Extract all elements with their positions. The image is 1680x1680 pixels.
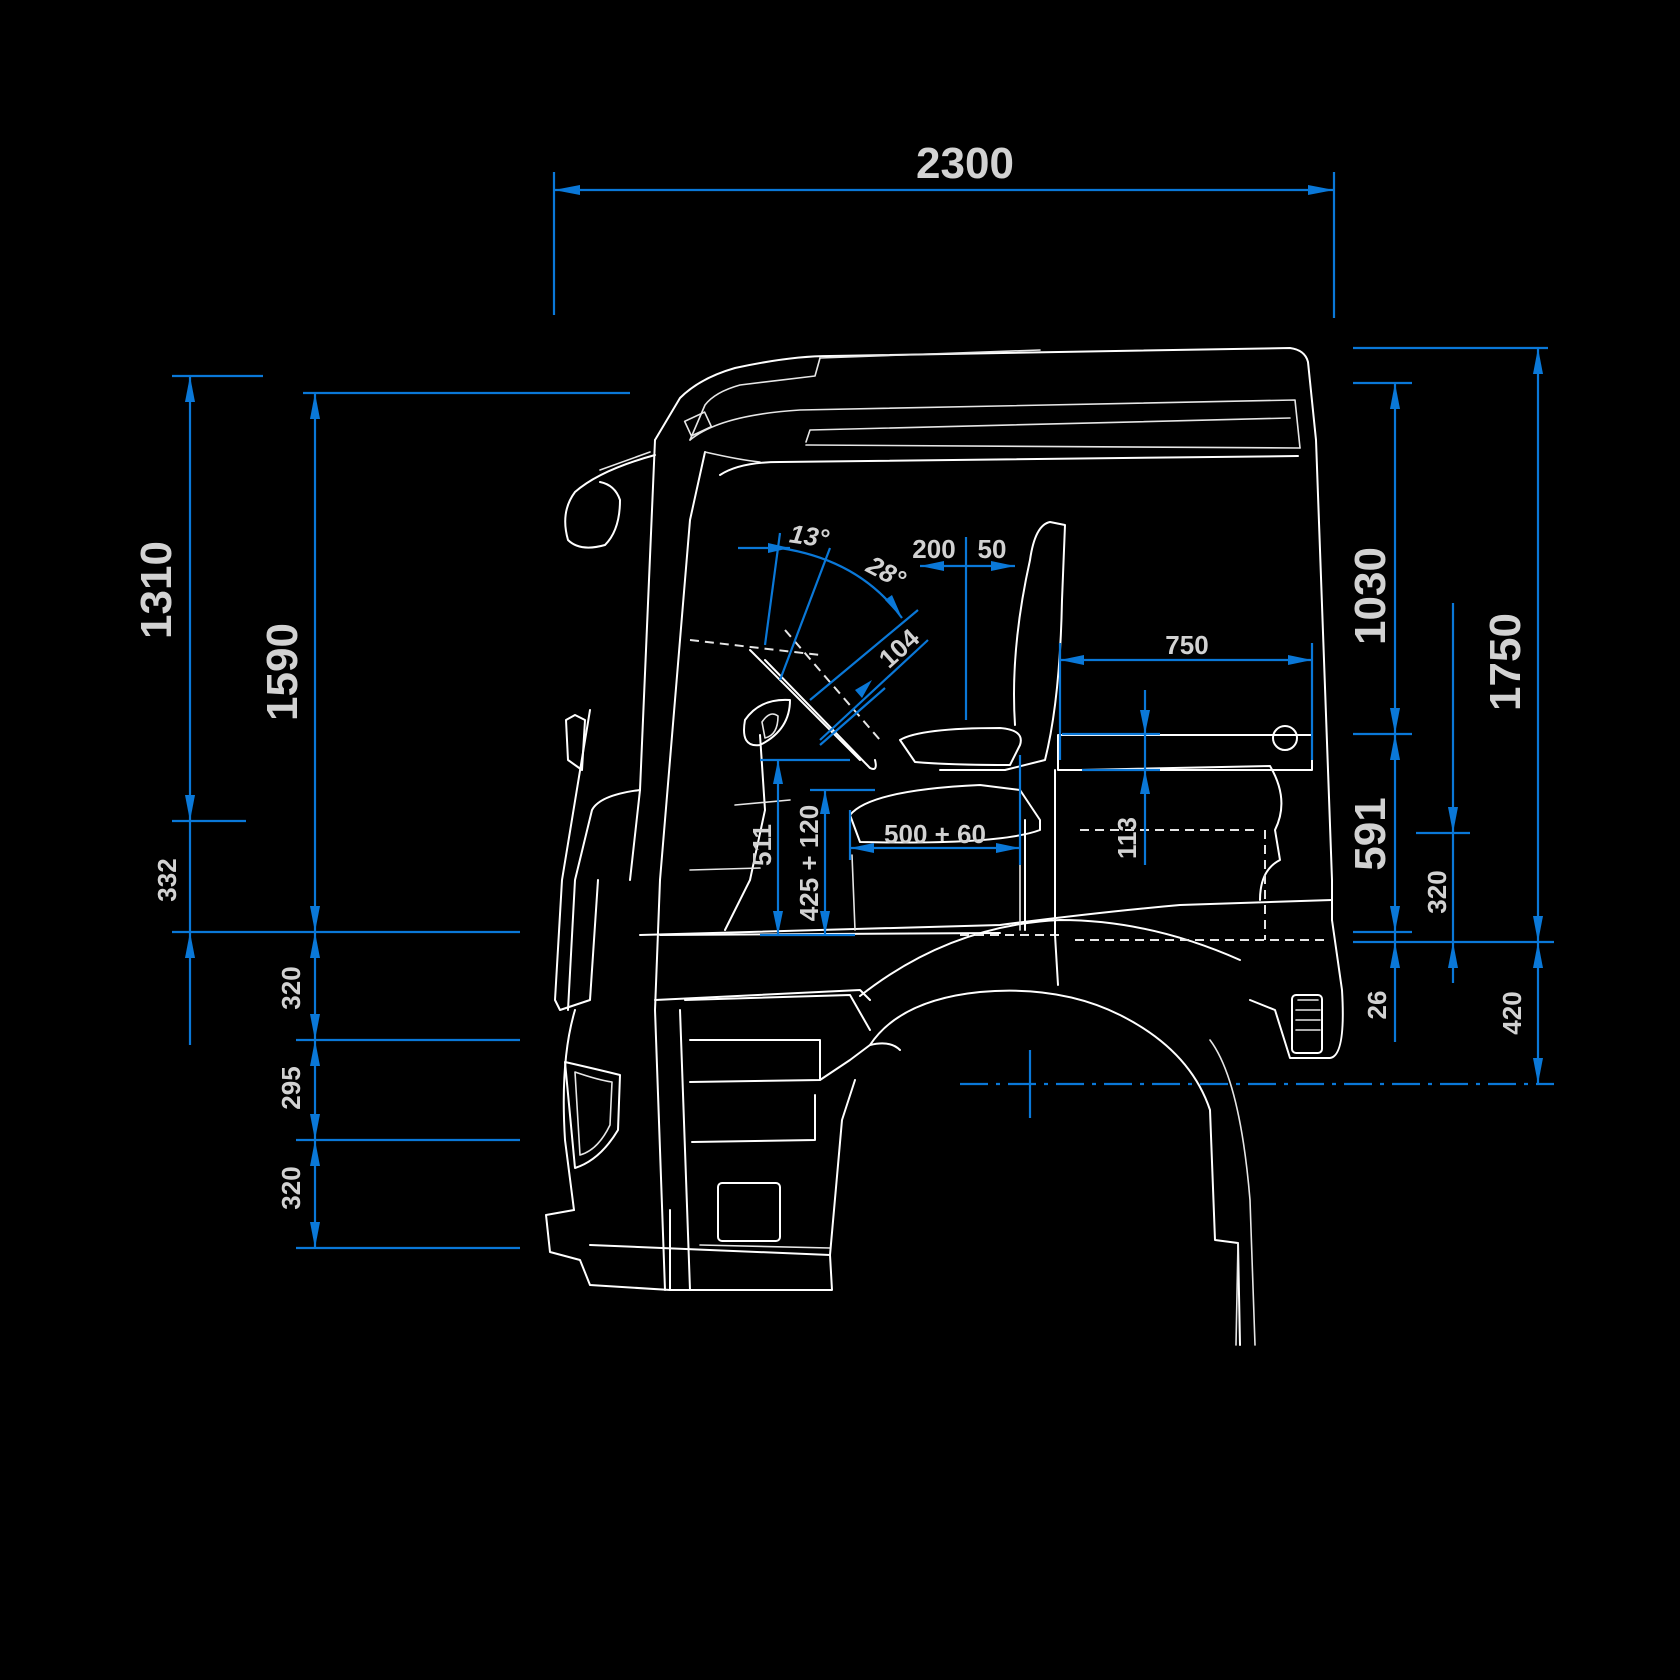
label-bunk-height-113: 113: [1112, 817, 1142, 859]
label-right-overall-height: 1750: [1481, 613, 1530, 711]
label-right-420: 420: [1497, 991, 1527, 1034]
label-left-step-3: 320: [276, 1166, 306, 1209]
dimension-lines: [172, 172, 1554, 1250]
label-left-step-2: 295: [276, 1066, 306, 1109]
label-overall-length: 2300: [916, 139, 1014, 188]
dimension-labels: 2300 1310 1590 332 320 295 320 1750 1030…: [132, 139, 1530, 1210]
label-steering-angle-28: 28°: [861, 549, 911, 595]
label-right-middle-height: 591: [1346, 797, 1395, 870]
cab-outline: [545, 347, 1344, 1346]
label-right-26: 26: [1362, 991, 1392, 1020]
label-left-outer-height: 1310: [132, 541, 181, 639]
label-seat-fore-200: 200: [912, 534, 955, 564]
label-left-lower-332: 332: [152, 858, 182, 901]
label-steering-adjust-104: 104: [873, 622, 926, 674]
label-seat-travel: 500 + 60: [884, 819, 986, 849]
label-right-upper-height: 1030: [1346, 547, 1395, 645]
label-steering-angle-13: 13°: [788, 518, 832, 553]
label-left-step-1: 320: [276, 966, 306, 1009]
label-left-main-height: 1590: [258, 623, 307, 721]
label-seat-height-range: 425 + 120: [794, 805, 824, 921]
label-bunk-width-750: 750: [1165, 630, 1208, 660]
label-pedal-height-511: 511: [747, 824, 777, 866]
label-seat-aft-50: 50: [978, 534, 1007, 564]
label-right-inner-320: 320: [1422, 870, 1452, 913]
